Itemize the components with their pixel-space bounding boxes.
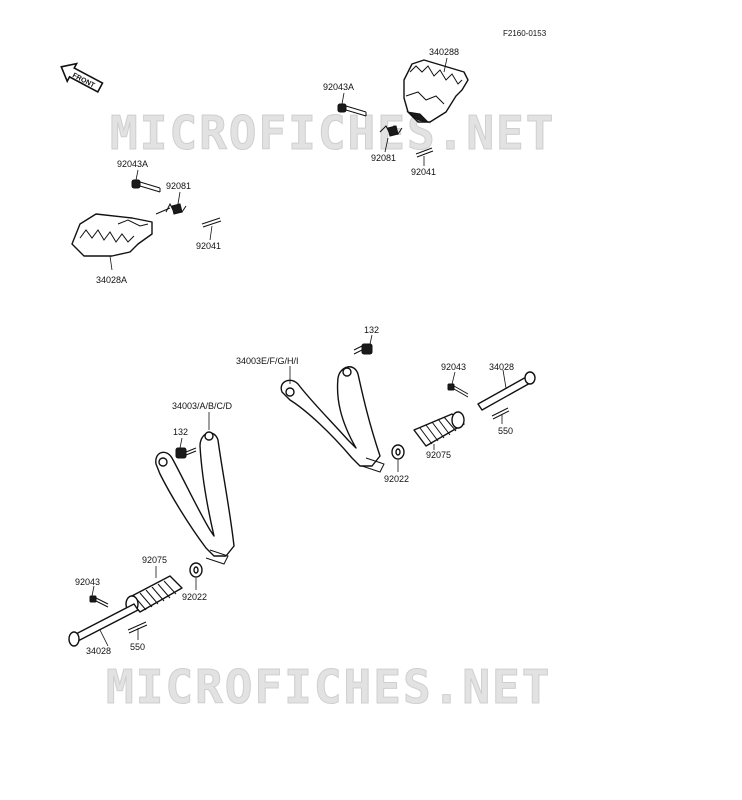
washer-left — [189, 562, 203, 590]
label-92043a-left: 92043A — [117, 159, 148, 169]
label-34028-right: 34028 — [489, 362, 514, 372]
label-34028a: 34028A — [96, 275, 127, 285]
label-340288: 340288 — [429, 47, 459, 57]
bolt-top — [337, 92, 367, 117]
cotter-550-left — [127, 621, 148, 640]
footpeg-right — [403, 57, 469, 123]
label-92041-left: 92041 — [196, 241, 221, 251]
label-92075-right: 92075 — [426, 450, 451, 460]
cotter-pin-left — [201, 217, 222, 241]
pin-92043-right — [447, 371, 469, 398]
label-92075-left: 92075 — [142, 555, 167, 565]
bolt-132-upper — [353, 334, 373, 355]
label-92022-left: 92022 — [182, 592, 207, 602]
rubber-grip-right — [413, 411, 465, 450]
label-92043-right: 92043 — [441, 362, 466, 372]
label-92081-left: 92081 — [166, 181, 191, 191]
pivot-pin-left — [68, 603, 139, 647]
watermark-bottom: MICROFICHES.NET — [106, 660, 551, 714]
label-132-upper: 132 — [364, 325, 379, 335]
label-92081-top: 92081 — [371, 153, 396, 163]
spring-left — [155, 191, 187, 215]
spring-top — [379, 124, 403, 153]
label-34003abcd: 34003/A/B/C/D — [172, 401, 233, 411]
label-92022-right: 92022 — [384, 474, 409, 484]
bracket-right — [280, 366, 385, 473]
label-550-left: 550 — [130, 642, 145, 652]
footpeg-left — [71, 213, 153, 271]
label-92041-top: 92041 — [411, 167, 436, 177]
diagram-code: F2160-0153 — [503, 29, 547, 38]
label-92043a-top: 92043A — [323, 82, 354, 92]
bracket-left — [155, 412, 235, 565]
cotter-pin-top — [415, 147, 434, 166]
front-arrow-icon: FRONT — [60, 62, 104, 93]
label-550-right: 550 — [498, 426, 513, 436]
bolt-132-lower — [175, 437, 197, 459]
watermark-top: MICROFICHES.NET — [110, 106, 555, 160]
label-34003efghi: 34003E/F/G/H/I — [236, 356, 299, 366]
bolt-left — [131, 169, 161, 193]
pin-92043-left — [89, 585, 109, 608]
cotter-550-right — [491, 407, 510, 424]
label-92043-left: 92043 — [75, 577, 100, 587]
label-34028-left: 34028 — [86, 646, 111, 656]
label-132-lower: 132 — [173, 427, 188, 437]
washer-right — [391, 444, 405, 472]
pivot-pin-right — [477, 369, 536, 411]
